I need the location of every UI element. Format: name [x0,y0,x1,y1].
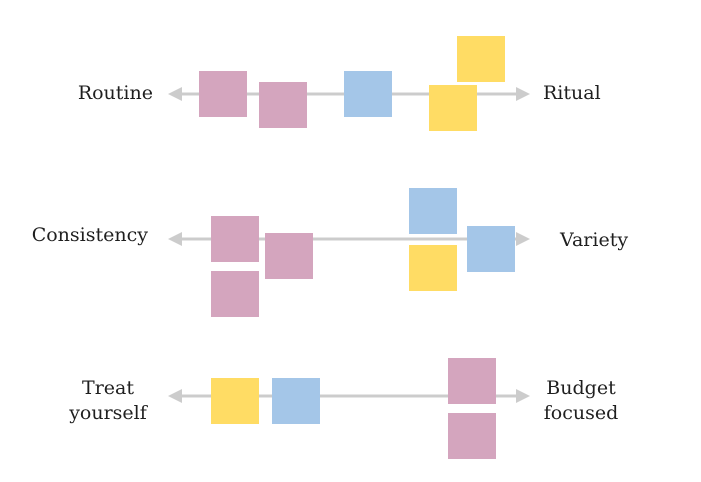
label-ritual: Ritual [543,82,601,104]
label-budget-focused: Budget focused [543,377,619,424]
label-routine: Routine [77,82,153,104]
sticky-note-pink [448,413,496,459]
label-variety: Variety [560,229,629,251]
sticky-note-pink [265,233,313,279]
sticky-note-yellow [409,245,457,291]
sticky-note-yellow [211,378,259,424]
sticky-note-pink [211,216,259,262]
sticky-note-pink [259,82,307,128]
sticky-note-pink [211,271,259,317]
sticky-note-blue [409,188,457,234]
sticky-note-pink [448,358,496,404]
label-consistency: Consistency [31,224,148,246]
sticky-note-blue [272,378,320,424]
sticky-note-blue [467,226,515,272]
sticky-note-yellow [457,36,505,82]
sticky-note-pink [199,71,247,117]
sticky-note-blue [344,71,392,117]
sticky-note-yellow [429,85,477,131]
label-treat-yourself: Treat yourself [69,377,147,424]
